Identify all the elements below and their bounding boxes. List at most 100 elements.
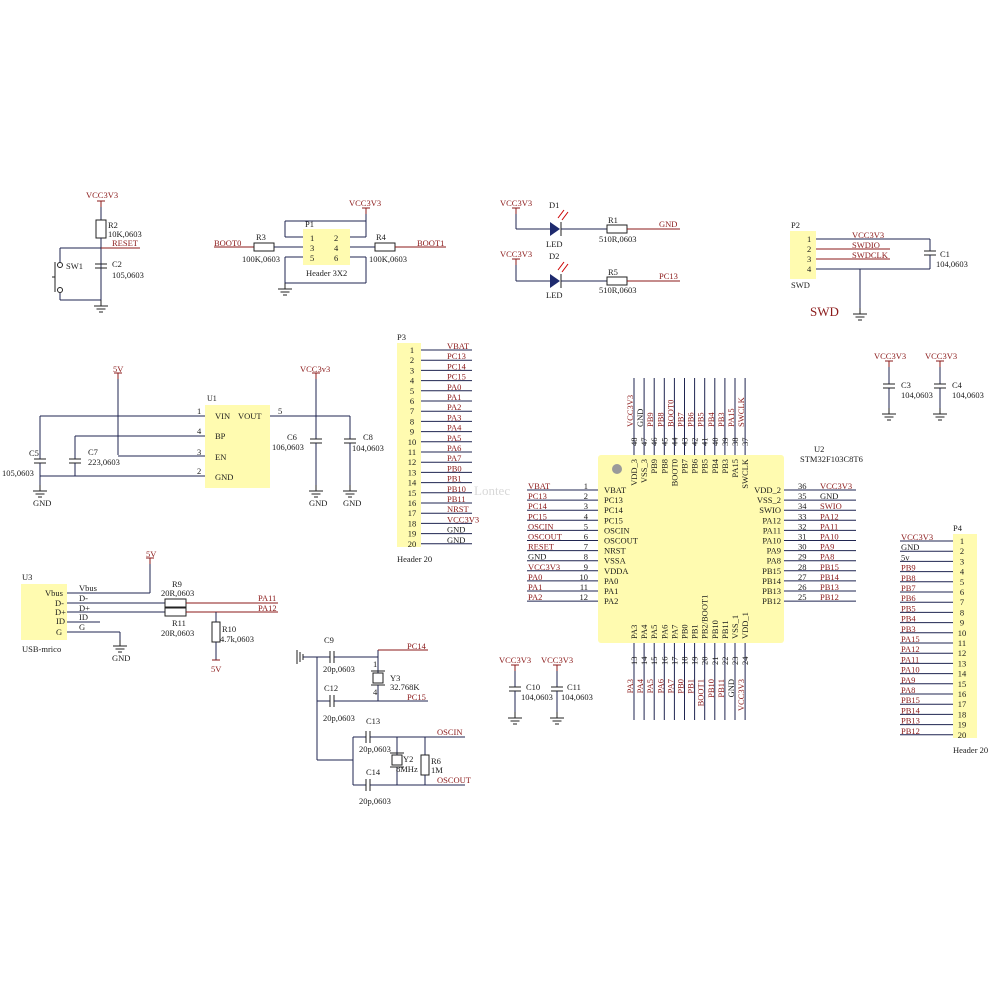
svg-text:U3: U3 [22,572,32,582]
svg-text:105,0603: 105,0603 [2,468,34,478]
u2-pin-number: 22 [720,657,730,666]
header-p4: P4 Header 20 1VCC3V32GND35v4PB95PB86PB77… [900,523,988,755]
p1-body [303,229,350,265]
svg-text:VCC3v3: VCC3v3 [300,364,330,374]
p4-pin-number: 14 [958,669,967,679]
u2-pin-number: 19 [690,657,700,666]
p3-net-label: PC15 [447,372,466,382]
resistor-r9 [164,598,187,608]
resistor-r10 [211,621,221,643]
p3-net-label: PA4 [447,423,462,433]
u2-net-label: PC15 [528,511,547,521]
u3-body [21,584,67,640]
u2-net-label: GND [528,552,546,562]
svg-text:C3: C3 [901,380,911,390]
svg-text:VCC3V3: VCC3V3 [499,655,531,665]
svg-text:R9: R9 [172,579,182,589]
u2-net-label: PB11 [716,679,726,698]
u2-pin-name: VSSA [604,556,627,566]
u2-pin-number: 6 [584,532,588,542]
u2-pin-name: VDDA [604,566,629,576]
p4-net-label: 5v [901,552,910,562]
svg-text:104,0603: 104,0603 [352,443,384,453]
u2-net-label: PA4 [635,678,645,693]
u2-pin-name: VBAT [604,485,627,495]
u2-pin-name: PA9 [767,546,781,556]
p3-pin-number: 13 [408,467,417,477]
svg-text:P4: P4 [953,523,963,533]
u2-pin-name: VSS_1 [730,615,740,639]
u2-pin-number: 10 [580,572,589,582]
p3-pin-number: 10 [408,437,417,447]
svg-text:P2: P2 [791,220,800,230]
regulator-u1: U1 1 VIN 4 BP 3 EN 2 GND VOUT 5 5V C5 10… [2,364,384,508]
u2-pin-name: PC15 [604,515,623,525]
p4-body [953,534,977,738]
p4-pin-number: 16 [958,689,967,699]
p4-net-label: PB9 [901,563,916,573]
svg-text:D+: D+ [79,603,90,613]
vcc-label: VCC3V3 [86,190,118,200]
svg-text:4: 4 [373,687,378,697]
svg-text:2: 2 [807,244,811,254]
u2-pin-number: 2 [584,491,588,501]
svg-text:510R,0603: 510R,0603 [599,285,637,295]
p4-pin-number: 5 [960,577,964,587]
p3-net-label: GND [447,525,465,535]
svg-text:G: G [56,627,62,637]
svg-text:P3: P3 [397,332,406,342]
svg-text:Vbus: Vbus [45,588,63,598]
p3-pin-number: 12 [408,457,417,467]
u2-net-label: VCC3V3 [528,562,560,572]
u2-net-label: VCC3V3 [820,481,852,491]
u2-net-label: PA2 [528,592,542,602]
svg-text:GND: GND [659,219,677,229]
svg-text:1: 1 [373,659,377,669]
u2-net-label: PB14 [820,572,840,582]
u2-pin-number: 1 [584,481,588,491]
svg-text:C8: C8 [363,432,373,442]
svg-text:GND: GND [343,498,361,508]
svg-text:100K,0603: 100K,0603 [369,254,407,264]
svg-text:ID: ID [79,612,88,622]
u2-pin-number: 21 [710,657,720,666]
u2-pin-number: 48 [629,438,639,447]
u2-pin-name: PB15 [762,566,781,576]
svg-text:BP: BP [215,431,226,441]
svg-text:VCC3V3: VCC3V3 [852,230,884,240]
switch-contact [57,262,63,268]
svg-text:LED: LED [546,290,563,300]
svg-text:5V: 5V [146,549,157,559]
svg-text:20p,0603: 20p,0603 [359,744,391,754]
svg-text:D-: D- [55,598,64,608]
svg-text:PC15: PC15 [407,692,426,702]
svg-text:OSCOUT: OSCOUT [437,775,472,785]
svg-text:5V: 5V [211,664,222,674]
svg-text:C2: C2 [112,259,122,269]
svg-text:LED: LED [546,239,563,249]
u2-net-label: PB0 [676,679,686,694]
p3-net-label: PA5 [447,433,461,443]
svg-text:VCC3V3: VCC3V3 [874,351,906,361]
svg-text:R2: R2 [108,220,118,230]
u2-pin-name: PB5 [700,459,710,474]
u2-pin-name: PB13 [762,586,781,596]
u2-net-label: PA1 [528,582,542,592]
u2-net-label: PA11 [820,521,838,531]
u2-net-label: VBAT [528,481,551,491]
u2-pin-name: PA6 [659,625,669,639]
svg-text:Header 20: Header 20 [397,554,432,564]
u1-body [205,405,270,488]
svg-text:104,0603: 104,0603 [936,259,968,269]
decoupling-c3-c4: VCC3V3 C3 104,0603 VCC3V3 C4 104,0603 [874,351,984,421]
svg-text:5: 5 [278,406,282,416]
led-circuits: VCC3V3 D1 LED R1 510R,0603 GND VCC3V3 D2… [500,198,680,300]
svg-text:C9: C9 [324,635,334,645]
svg-text:Header 20: Header 20 [953,745,988,755]
u2-pin-name: PB0 [680,624,690,639]
svg-text:R10: R10 [222,624,236,634]
led-d2 [550,274,560,288]
u2-net-label: PA10 [820,532,839,542]
u2-pin-name: PB10 [710,620,720,639]
p4-net-label: PB5 [901,603,916,613]
